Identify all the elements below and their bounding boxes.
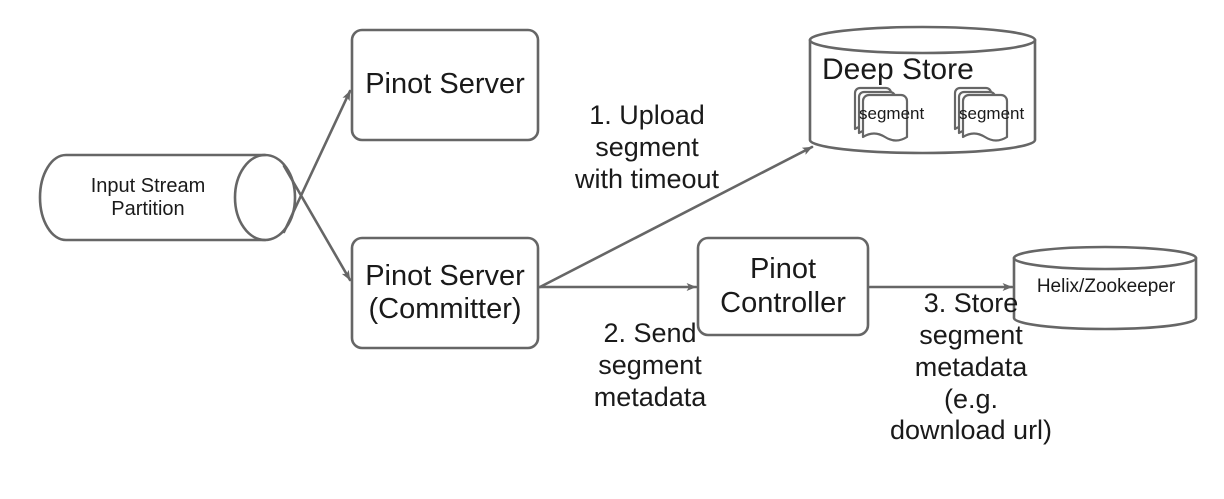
- segment-icon-1: [853, 86, 909, 142]
- edge-input-stream-to-committer: [282, 164, 352, 282]
- edge-label-upload-segment: 1. Upload segment with timeout: [574, 100, 720, 194]
- edge-input-stream-to-pinot-server: [282, 89, 352, 234]
- edge-label-send-segment-metadata: 2. Send segment metadata: [593, 318, 707, 412]
- node-shape-input-stream: [38, 153, 297, 242]
- node-shape-deep-store: [808, 25, 1037, 155]
- node-shape-pinot-server-committer: [350, 236, 540, 350]
- node-shape-pinot-server: [350, 28, 540, 142]
- segment-icon-2: [953, 86, 1009, 142]
- segment-label-1: segment: [859, 104, 925, 123]
- edge-committer-to-deep-store: [538, 145, 814, 289]
- edge-label-store-segment-metadata: 3. Store segment metadata (e.g. download…: [889, 288, 1053, 446]
- node-shape-pinot-controller: [696, 236, 870, 337]
- segment-label-2: segment: [959, 104, 1025, 123]
- node-shape-helix-zookeeper: [1012, 245, 1198, 331]
